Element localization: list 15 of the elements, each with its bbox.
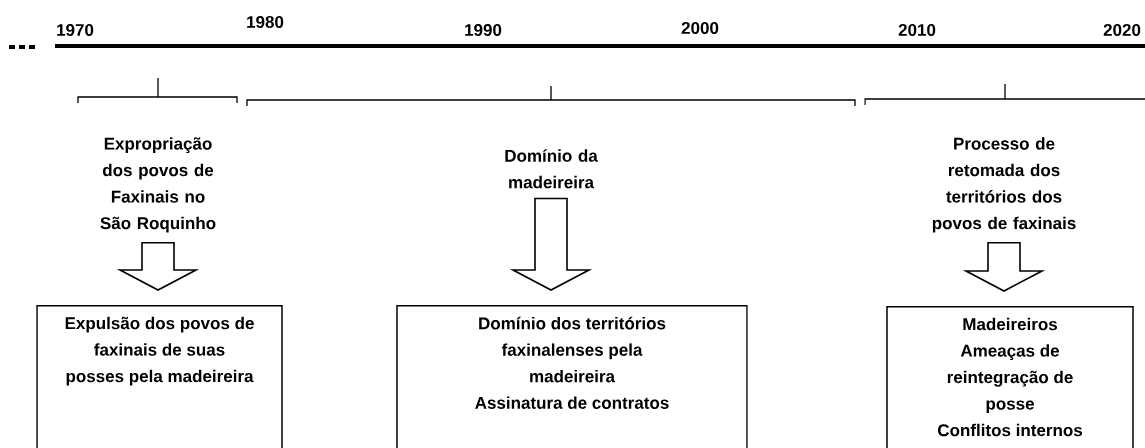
event-box: Domínio dos territórios faxinalenses pela madeireira Assinatura de contratos <box>396 305 748 448</box>
year-label: 2020 <box>1103 24 1141 37</box>
year-label: 1980 <box>247 16 284 29</box>
year-label: 2000 <box>681 22 719 35</box>
block-arrow <box>116 241 200 291</box>
year-label: 2010 <box>898 24 936 37</box>
event-box: Madeireiros Ameaças de reintegração de posse Conflitos internos <box>886 306 1134 448</box>
period-text: Domínio da madeireira <box>505 149 598 189</box>
block-arrow <box>509 197 593 291</box>
period-text: Expropriação dos povos de Faxinais no São Roquinho <box>100 137 216 233</box>
period-text: Processo de retomada dos territórios dos povos de faxinais <box>932 137 1076 233</box>
year-label: 1990 <box>465 24 502 37</box>
block-arrow <box>962 241 1046 292</box>
event-box: Expulsão dos povos de faxinais de suas posses pela madeireira <box>36 305 283 448</box>
year-label: 1970 <box>57 24 94 37</box>
